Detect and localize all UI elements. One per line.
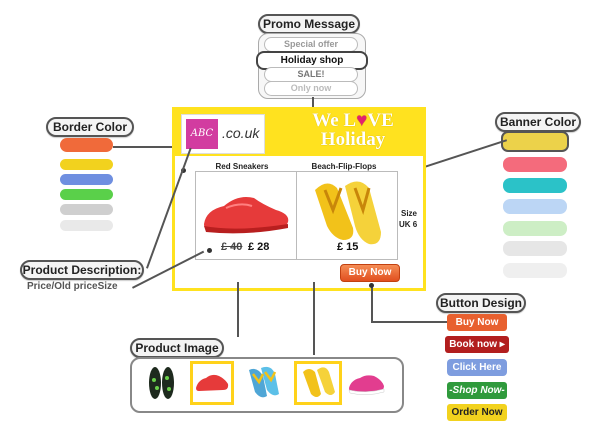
banner-color-swatch[interactable]: [503, 157, 567, 172]
border-color-swatch[interactable]: [60, 138, 113, 152]
product-image-label: Product Image: [130, 338, 224, 358]
button-option-shop-now[interactable]: -Shop Now-: [447, 382, 507, 399]
headline-prefix: We L: [312, 110, 357, 131]
promo-message-label: Promo Message: [258, 14, 360, 34]
product1-price: £ 28: [248, 241, 270, 253]
red-sneaker-icon: [196, 374, 229, 391]
banner-color-swatch[interactable]: [501, 131, 569, 152]
banner-headline: We L♥VE Holiday: [287, 111, 419, 149]
size-label: Size: [401, 209, 418, 218]
border-color-swatch[interactable]: [60, 159, 113, 170]
thumb-pink-sneaker[interactable]: [346, 362, 387, 403]
logo-box: ABC .co.uk: [181, 114, 265, 154]
banner-color-swatch[interactable]: [503, 178, 567, 193]
button-option-order-now[interactable]: Order Now: [447, 404, 507, 421]
border-color-swatch[interactable]: [60, 220, 113, 231]
yellow-flip-flops-icon: [303, 367, 335, 397]
promo-option-sale[interactable]: SALE!: [264, 67, 358, 82]
banner-color-swatch[interactable]: [503, 241, 567, 256]
green-flip-flops-icon: [149, 367, 174, 399]
headline-suffix: VE: [367, 110, 394, 131]
blue-flip-flops-icon: [249, 366, 279, 398]
button-connector-dot: [369, 283, 374, 288]
logo-mark: ABC: [186, 119, 218, 149]
promo-option-only-now[interactable]: Only now: [264, 81, 358, 96]
image-connector-1: [237, 282, 239, 337]
banner-color-swatch[interactable]: [503, 263, 567, 278]
border-connector: [113, 146, 175, 148]
ad-banner: ABC .co.uk We L♥VE Holiday Red Sneakers …: [172, 107, 426, 291]
logo-domain: .co.uk: [222, 125, 260, 141]
button-option-book-now[interactable]: Book now ▸: [445, 336, 509, 353]
button-connector-v: [371, 285, 373, 323]
thumb-green-flip-flops[interactable]: [141, 362, 182, 403]
button-option-buy-now[interactable]: Buy Now: [447, 314, 507, 331]
banner-connector: [418, 139, 508, 170]
thumb-yellow-flip-flops[interactable]: [294, 361, 342, 405]
flip-flops-image: [315, 181, 381, 245]
price-dot: [207, 248, 212, 253]
buy-now-button[interactable]: Buy Now: [340, 264, 400, 282]
red-sneaker-image: [204, 197, 289, 234]
product1-image-frame[interactable]: [195, 171, 297, 260]
heart-icon: ♥: [356, 110, 368, 131]
thumb-blue-flip-flops[interactable]: [243, 362, 284, 403]
pink-sneaker-icon: [348, 375, 385, 395]
product1-name: Red Sneakers: [215, 162, 269, 171]
size-value: UK 6: [399, 220, 418, 229]
banner-color-label: Banner Color: [495, 112, 581, 132]
product2-name: Beach-Flip-Flops: [311, 162, 377, 171]
border-color-swatch[interactable]: [60, 189, 113, 200]
product2-price: £ 15: [337, 241, 359, 253]
promo-connector: [312, 97, 314, 111]
image-connector-2: [313, 282, 315, 355]
product1-old-price: £ 40: [221, 241, 243, 253]
button-connector-h: [371, 321, 447, 323]
border-color-swatch[interactable]: [60, 204, 113, 215]
product-description-label: Product Description:: [20, 260, 144, 280]
product2-image-frame[interactable]: [296, 171, 398, 260]
button-option-click-here[interactable]: Click Here: [447, 359, 507, 376]
button-design-label: Button Design: [436, 293, 526, 313]
border-color-swatch[interactable]: [60, 174, 113, 185]
promo-option-special-offer[interactable]: Special offer: [264, 37, 358, 52]
thumb-red-sneaker[interactable]: [190, 361, 234, 405]
border-color-label: Border Color: [46, 117, 134, 137]
headline-line2: Holiday: [320, 129, 386, 150]
banner-color-swatch[interactable]: [503, 199, 567, 214]
banner-color-swatch[interactable]: [503, 221, 567, 236]
product-description-sub: Price/Old priceSize: [27, 281, 118, 292]
